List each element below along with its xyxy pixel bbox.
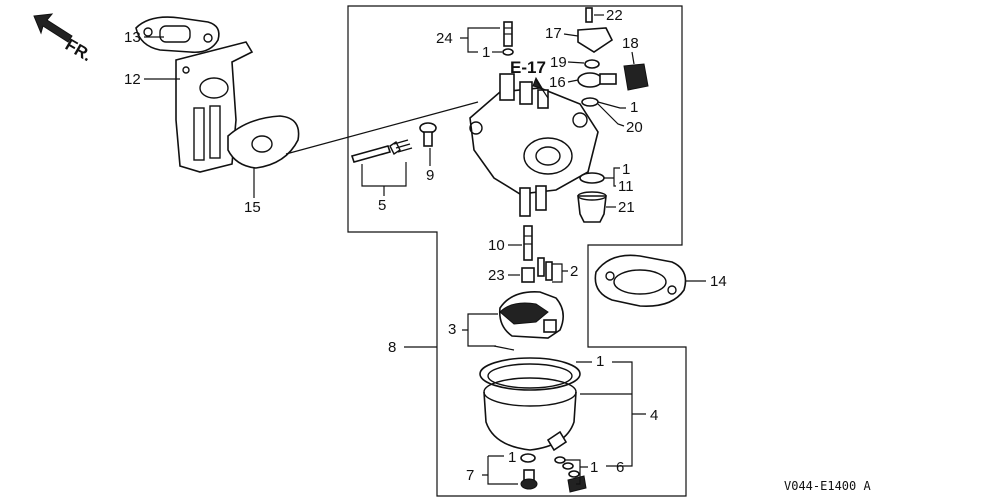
callout-21: 21 (618, 199, 635, 216)
callout-1: 1 (596, 353, 604, 370)
part-14-gasket (594, 254, 687, 307)
callout-16: 16 (549, 74, 566, 91)
callout-8: 8 (388, 339, 396, 356)
part-5-pilot-screw (350, 139, 413, 163)
callout-17: 17 (545, 25, 562, 42)
part-19-washer (584, 59, 600, 69)
callout-1: 1 (482, 44, 490, 61)
part-7-bolt (520, 453, 538, 490)
diagram-code: V044-E1400 A (784, 479, 871, 493)
callout-19: 19 (550, 54, 567, 71)
part-10-nozzle (523, 225, 533, 261)
callout-3: 3 (448, 321, 456, 338)
callout-18: 18 (622, 35, 639, 52)
callout-23: 23 (488, 267, 505, 284)
callout-22: 22 (606, 7, 623, 24)
assembly-boundary (347, 5, 687, 497)
callout-6: 6 (616, 459, 624, 476)
callout-1: 1 (630, 99, 638, 116)
callout-1: 1 (590, 459, 598, 476)
front-direction-arrow-icon (33, 13, 73, 43)
callout-15: 15 (244, 199, 261, 216)
callout-11: 11 (618, 178, 634, 195)
gasket-alignment-line (285, 101, 479, 155)
callout-12: 12 (124, 71, 141, 88)
part-21-valve (577, 191, 607, 223)
part-9-screw (419, 122, 437, 147)
part-20-washer (581, 97, 599, 107)
part-17-cap (577, 27, 614, 53)
part-15-gasket (227, 115, 300, 169)
part-22-screw (585, 7, 593, 23)
callout-1: 1 (508, 449, 516, 466)
callout-4: 4 (650, 407, 658, 424)
part-13-gasket (135, 16, 220, 54)
callout-20: 20 (626, 119, 643, 136)
part-3-float (493, 291, 564, 351)
carburetor-body (469, 73, 599, 217)
part-2-screws (537, 257, 553, 281)
part-6-drain-screw (554, 456, 587, 493)
callout-9: 9 (426, 167, 434, 184)
part-24-screw (502, 21, 514, 56)
callout-10: 10 (488, 237, 505, 254)
part-23-main-jet (521, 267, 535, 283)
callout-14: 14 (710, 273, 727, 290)
callout-5: 5 (378, 197, 386, 214)
callout-7: 7 (466, 467, 474, 484)
part-11-o-ring (579, 172, 605, 184)
part-18-knob (623, 63, 649, 91)
part-16-lever (577, 72, 617, 88)
reference-label: E-17 (510, 58, 546, 77)
callout-2: 2 (570, 263, 578, 280)
part-4-float-chamber (479, 357, 581, 452)
callout-1: 1 (622, 161, 630, 178)
callout-24: 24 (436, 30, 453, 47)
callout-13: 13 (124, 29, 141, 46)
